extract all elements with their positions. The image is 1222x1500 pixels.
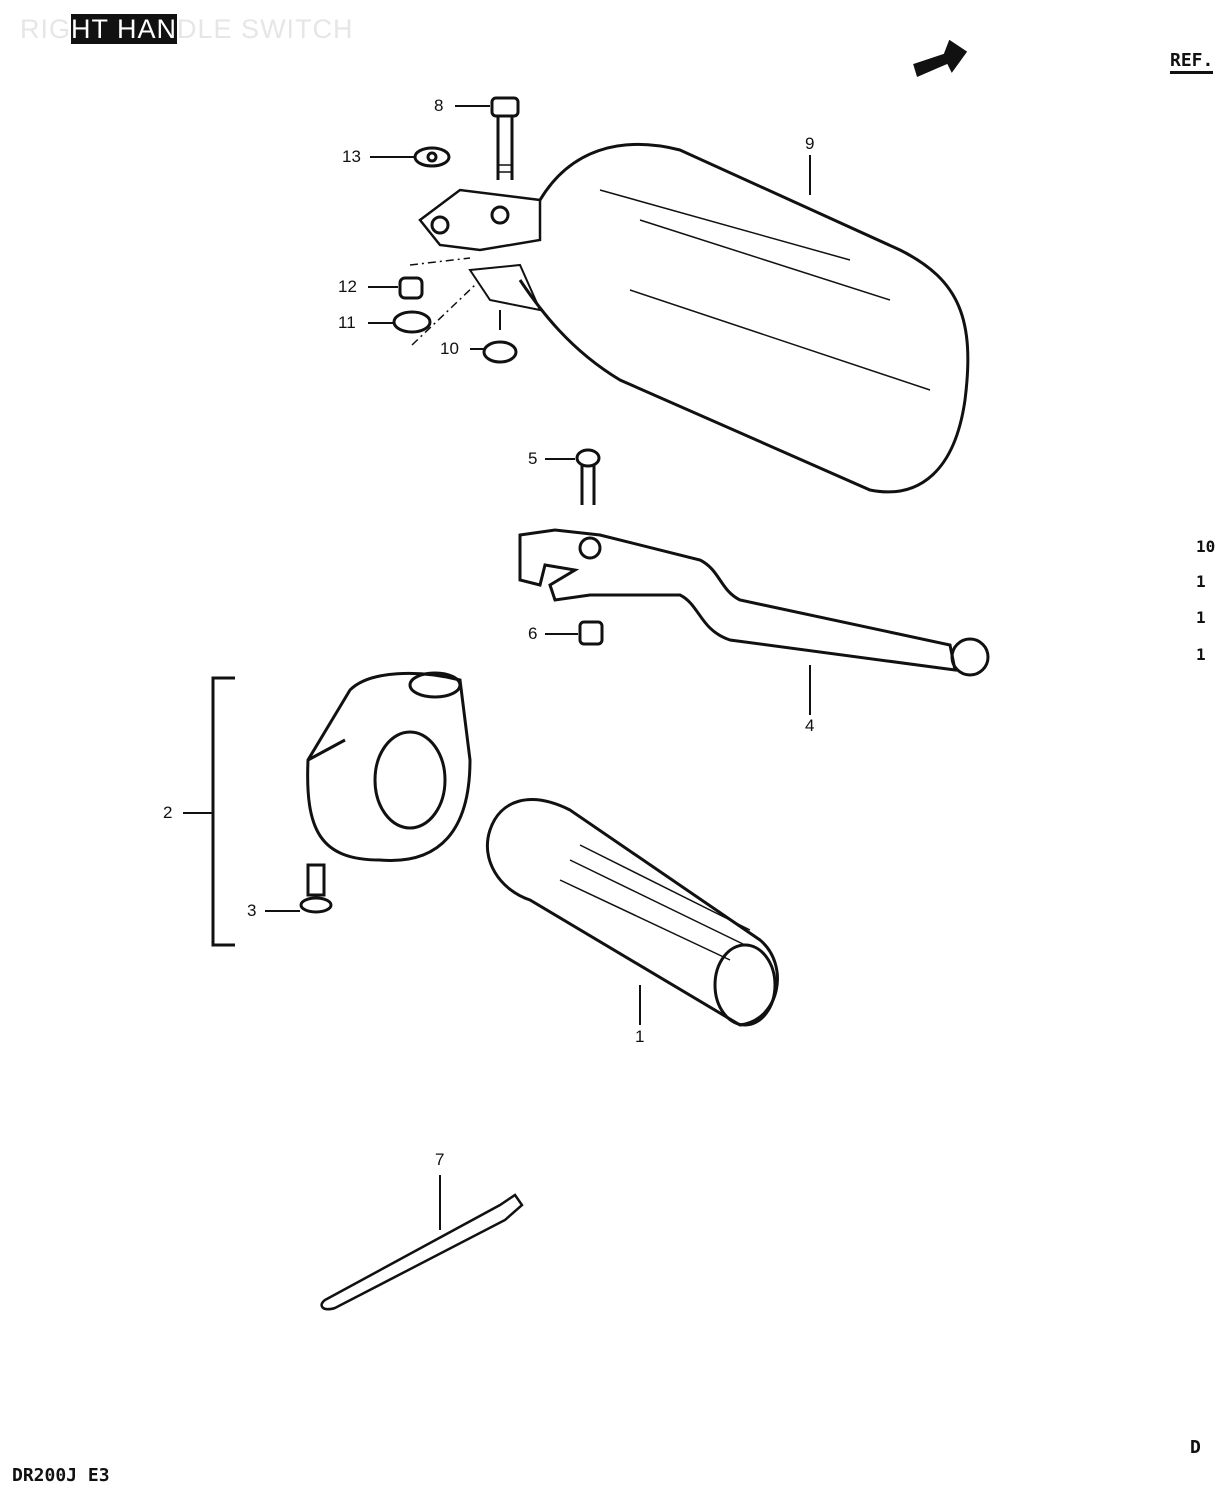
diagram-title: RIGHT HANDLE SWITCH <box>20 14 354 45</box>
callout-6: 6 <box>528 624 538 643</box>
callout-2: 2 <box>163 803 173 822</box>
callout-11: 11 <box>338 313 356 332</box>
title-part: HT HAN <box>71 14 178 44</box>
callout-8: 8 <box>434 96 444 115</box>
callout-13: 13 <box>342 147 361 166</box>
corner-code: D <box>1190 1437 1201 1458</box>
ref-header: REF. <box>1170 50 1214 74</box>
callout-4: 4 <box>805 716 815 735</box>
callout-5: 5 <box>528 449 538 468</box>
grip <box>485 798 779 1027</box>
callout-9: 9 <box>805 134 815 153</box>
title-part: DLE SWITCH <box>177 14 354 44</box>
callout-7: 7 <box>435 1150 445 1169</box>
ref-col-item: 10 <box>1196 537 1216 556</box>
callout-1: 1 <box>635 1027 645 1046</box>
cable-tie <box>320 1193 524 1311</box>
ref-col-item: 1 <box>1196 572 1206 591</box>
model-code: DR200J E3 <box>12 1465 110 1486</box>
ref-col-item: 1 <box>1196 608 1206 627</box>
title-part: RIG <box>20 14 72 44</box>
hand-guard <box>518 143 970 494</box>
ref-col-item: 1 <box>1196 645 1206 664</box>
callout-12: 12 <box>338 277 357 296</box>
callout-10: 10 <box>440 339 459 358</box>
direction-arrow-icon <box>913 39 968 78</box>
callout-3: 3 <box>247 901 257 920</box>
switch-housing <box>306 672 472 862</box>
brake-lever <box>518 528 957 672</box>
